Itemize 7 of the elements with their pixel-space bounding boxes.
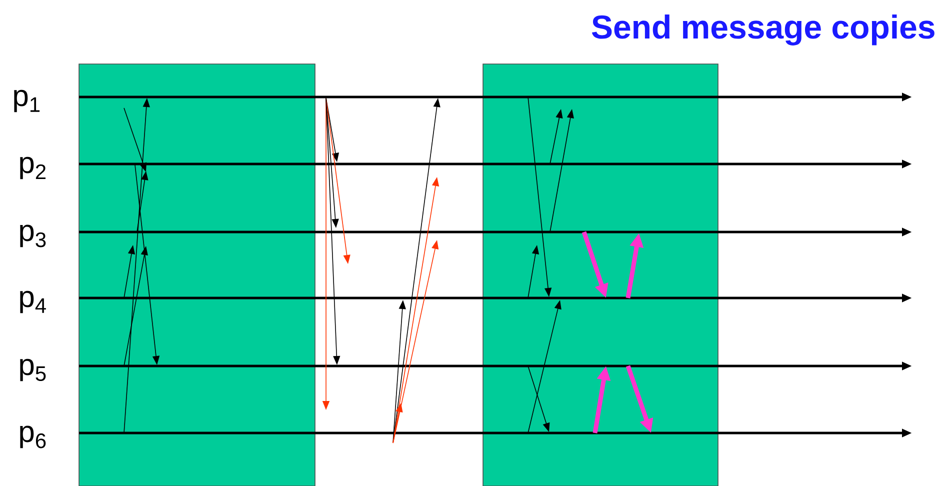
process-label: p$_{6}$ (20, 426, 46, 448)
process-label: p$_{1}$ (14, 90, 40, 112)
title: Send message copies (592, 14, 934, 46)
process-label: p$_{5}$ (20, 358, 46, 382)
process-label: p$_{3}$ (20, 224, 46, 248)
process-label: p$_{4}$ (20, 290, 46, 314)
process-label: p$_{2}$ (20, 156, 46, 180)
